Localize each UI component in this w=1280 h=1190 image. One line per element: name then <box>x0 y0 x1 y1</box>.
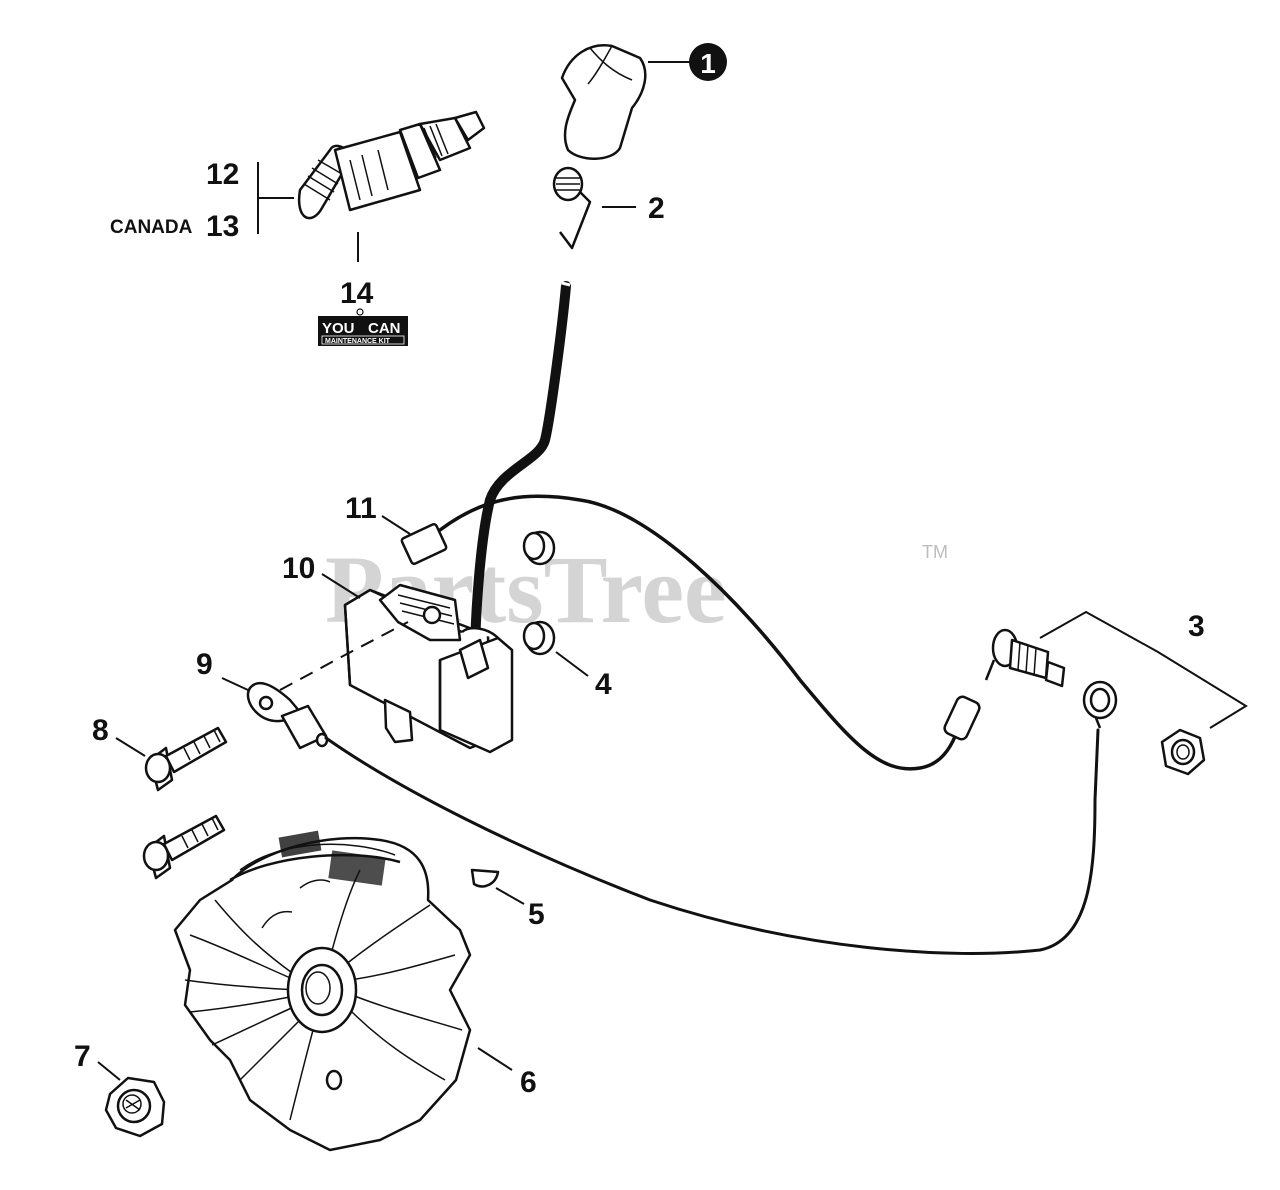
callout-5-leader <box>495 887 525 905</box>
stop-switch[interactable] <box>984 628 1066 688</box>
coil-mount-dashline <box>279 621 409 691</box>
you-can-maintenance-kit-logo: YOU CAN MAINTENANCE KIT <box>318 308 408 346</box>
callout-1-marker <box>689 43 727 81</box>
callout-12: 12 <box>206 158 239 191</box>
callout-9: 9 <box>196 648 213 681</box>
callout-8: 8 <box>92 714 109 747</box>
canada-label: CANADA <box>110 217 193 238</box>
watermark-trademark: TM <box>922 542 948 562</box>
spark-plug-boot[interactable] <box>560 44 647 160</box>
logo-you: YOU <box>322 320 355 337</box>
switch-wire-terminal[interactable] <box>943 695 982 741</box>
callout-7-leader <box>97 1061 121 1081</box>
callout-8-leader <box>115 737 146 757</box>
ring-terminal[interactable] <box>1082 680 1118 729</box>
callout-7: 7 <box>74 1040 91 1073</box>
callout-2: 2 <box>648 192 665 225</box>
ground-lead-wire <box>324 728 1100 955</box>
callout-10-leader <box>321 573 361 599</box>
callout-6-leader <box>477 1047 513 1071</box>
callout-4-leader <box>555 651 589 677</box>
spacer-upper[interactable] <box>522 530 556 566</box>
callout-1: 1 <box>700 48 716 79</box>
woodruff-key[interactable] <box>470 868 500 888</box>
ignition-coil[interactable] <box>343 583 514 754</box>
logo-can: CAN <box>368 320 401 337</box>
callout-3-bracket <box>1039 610 1248 729</box>
callout-14: 14 <box>340 277 374 310</box>
callout-13: 13 <box>206 210 239 243</box>
spark-plug[interactable] <box>297 110 486 220</box>
coil-bolt-upper[interactable] <box>144 726 228 792</box>
callout-4: 4 <box>595 668 612 701</box>
callout-6: 6 <box>520 1066 537 1099</box>
callout-11: 11 <box>345 492 377 525</box>
spring-clip[interactable] <box>552 166 592 250</box>
ground-lead-terminal[interactable] <box>246 681 329 750</box>
flywheel-nut[interactable] <box>104 1076 166 1138</box>
logo-sub: MAINTENANCE KIT <box>325 338 391 345</box>
coil-bolt-lower[interactable] <box>142 814 226 880</box>
callout-5: 5 <box>528 898 545 931</box>
hex-nut[interactable] <box>1160 728 1206 776</box>
callout-11-leader <box>381 515 411 535</box>
switch-wire <box>438 494 962 771</box>
callout-3: 3 <box>1188 610 1205 643</box>
callout-10: 10 <box>282 552 315 585</box>
spacer-lower[interactable] <box>522 620 556 656</box>
ignition-cable[interactable] <box>470 281 571 665</box>
flywheel[interactable] <box>173 830 472 1152</box>
callout-9-leader <box>221 677 249 691</box>
ground-wire-connector[interactable] <box>400 523 448 565</box>
